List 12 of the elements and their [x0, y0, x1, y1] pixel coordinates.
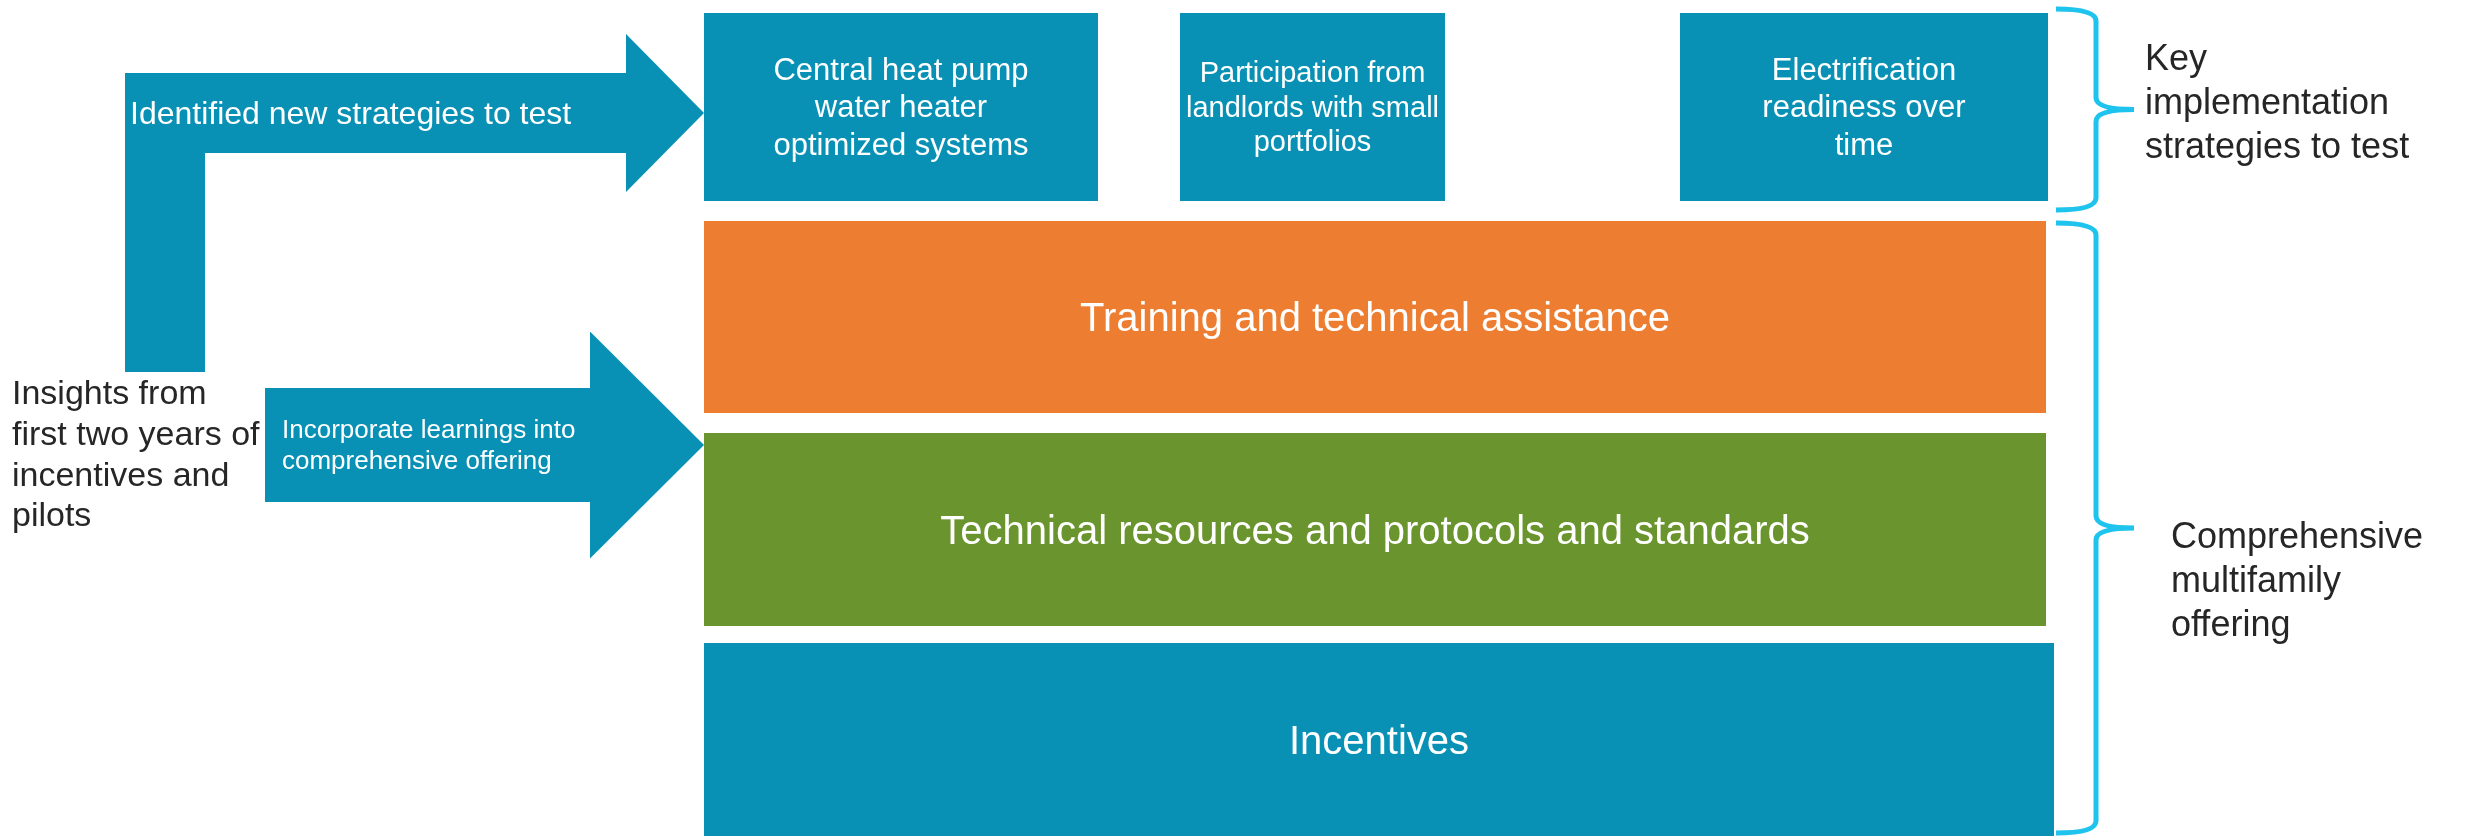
bracket-label: Comprehensive multifamily offering [2171, 514, 2425, 646]
strategy-box: Participation from landlords with small portfolios [1180, 13, 1445, 201]
source-text: Insights from first two years of incentives and pilots [12, 372, 265, 552]
strategy-box: Electrification readiness over time [1680, 13, 2048, 201]
bracket-label: Key implementation strategies to test [2145, 36, 2411, 168]
edge-label: Identified new strategies to test [130, 93, 573, 133]
offering-bar: Incentives [704, 643, 2054, 836]
block-arrow [265, 331, 704, 559]
offering-bar: Technical resources and protocols and standards [704, 433, 2046, 626]
edge-label: Incorporate learnings into comprehensive offering [282, 412, 577, 477]
strategy-box: Central heat pump water heater optimized systems [704, 13, 1098, 201]
offering-bar: Training and technical assistance [704, 221, 2046, 413]
